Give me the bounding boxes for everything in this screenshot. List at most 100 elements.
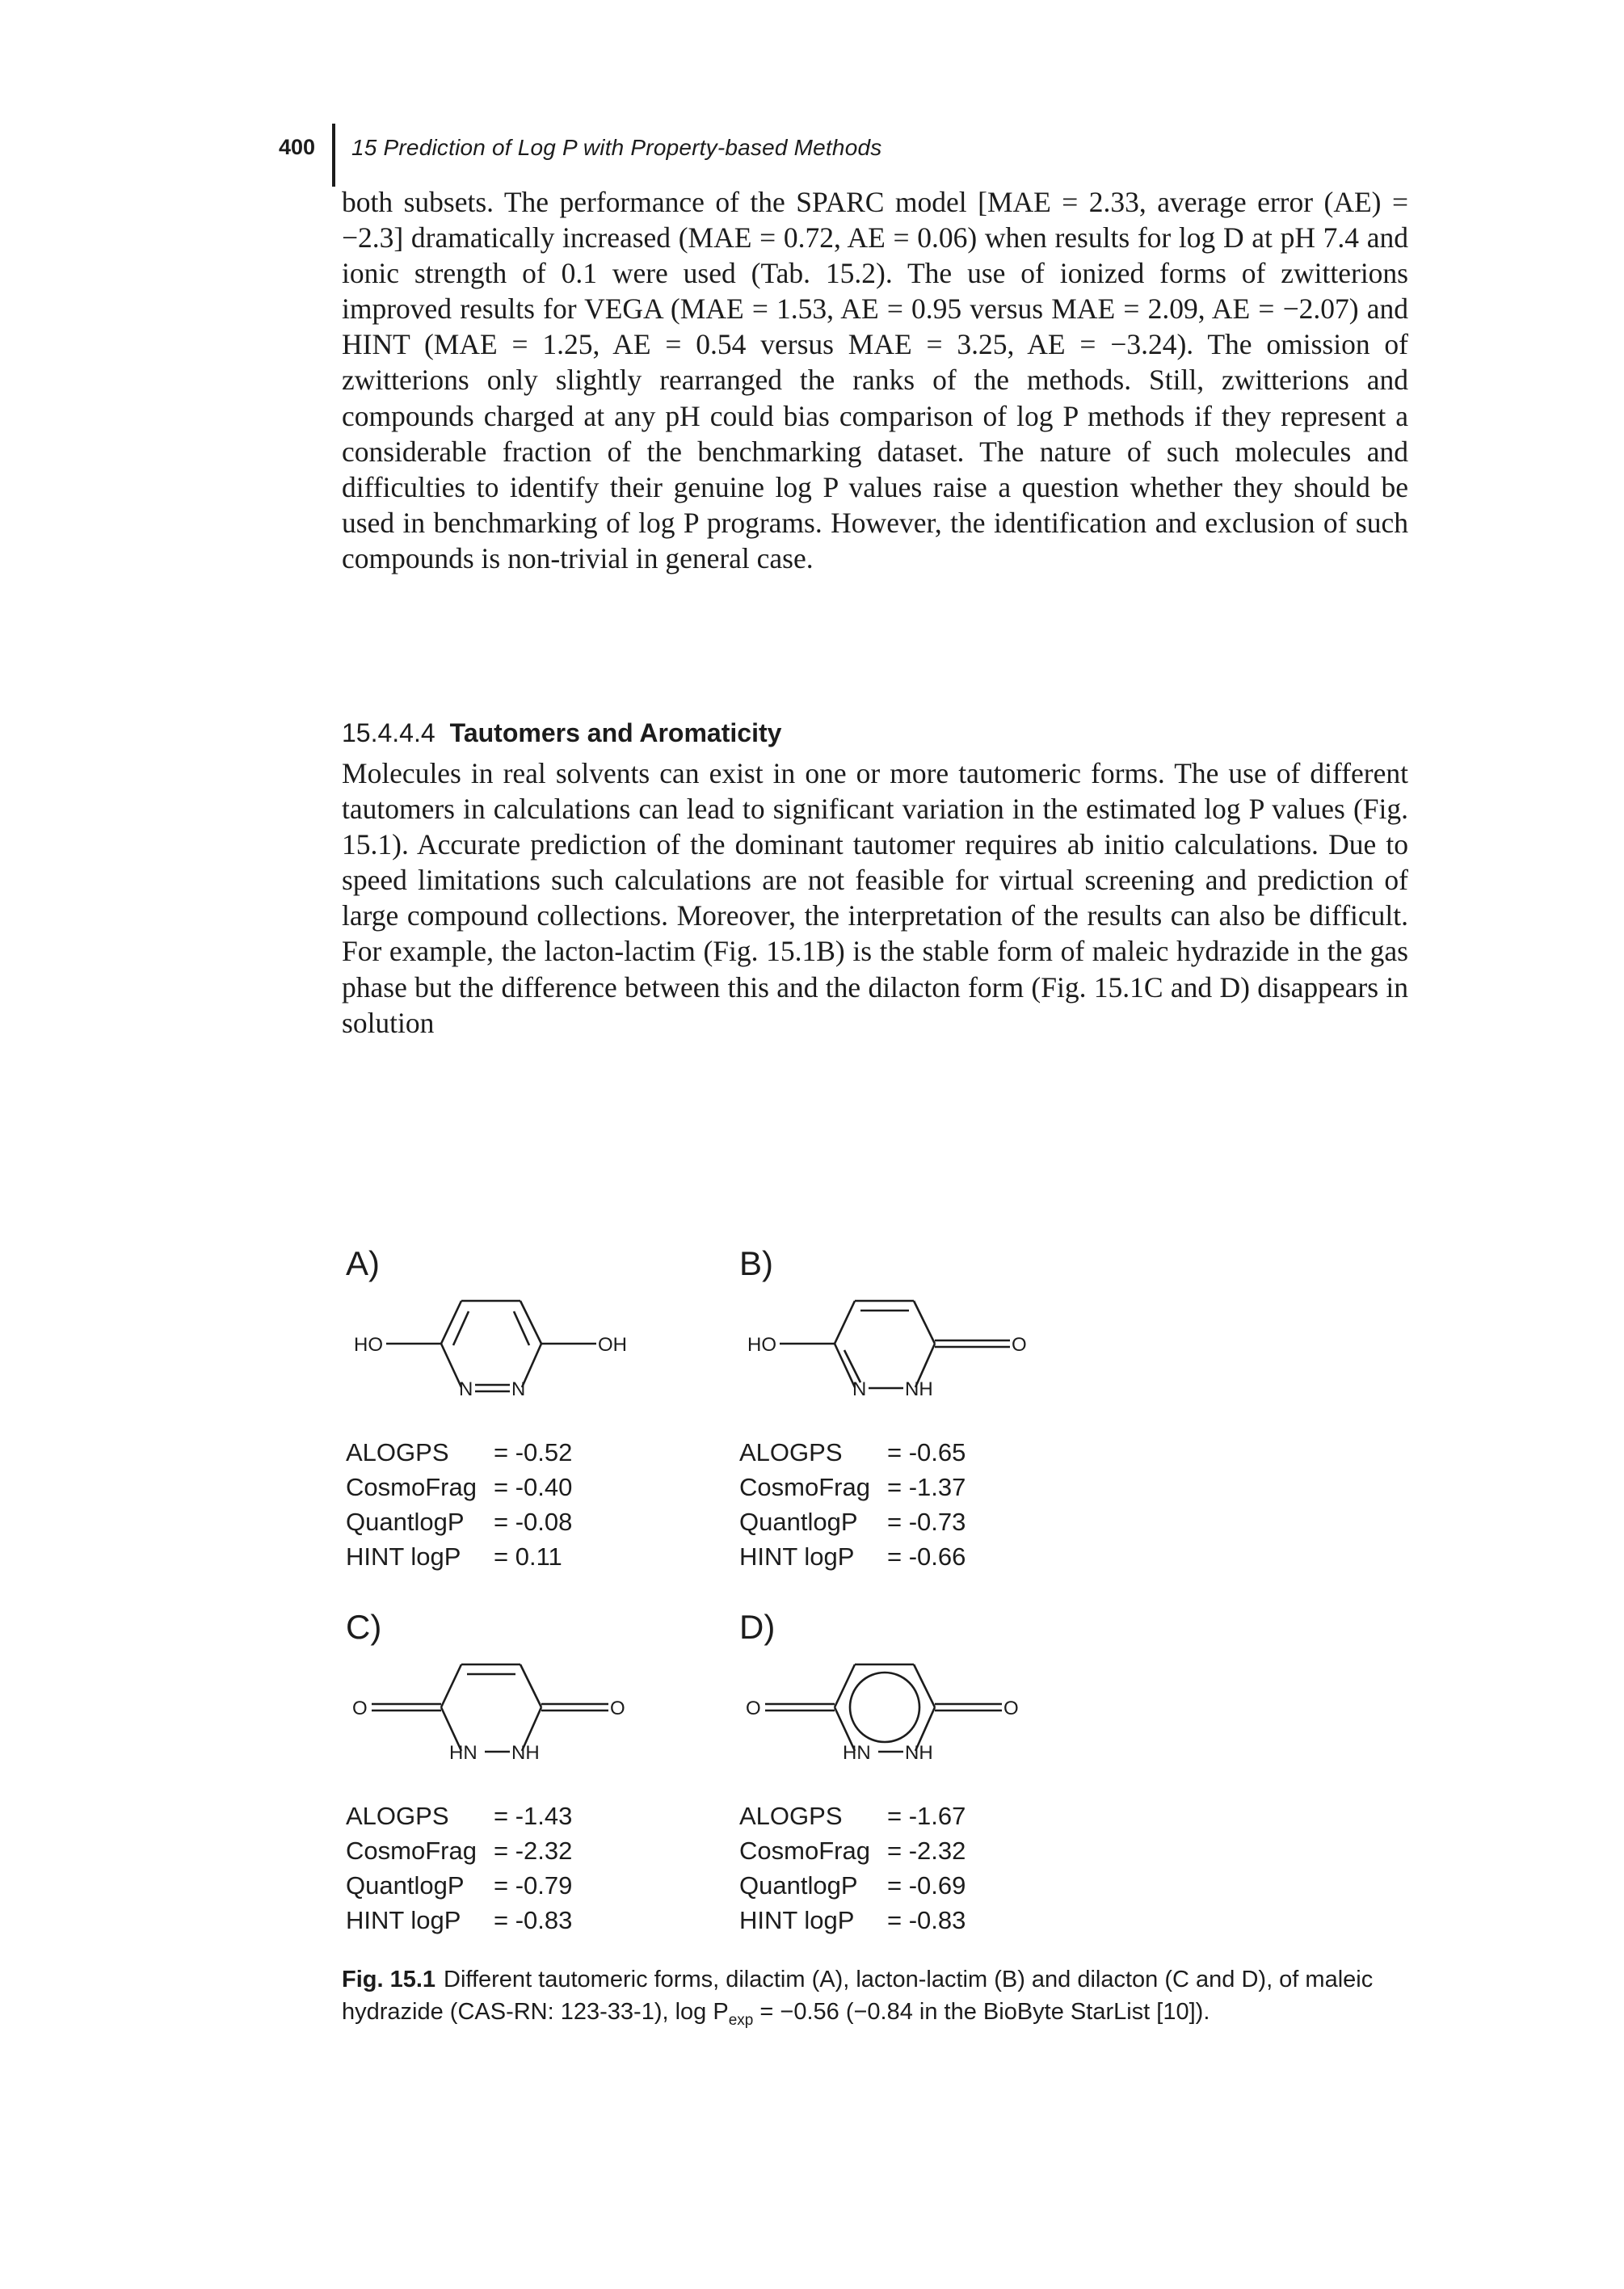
bond (843, 1349, 862, 1383)
caption-tail: = −0.56 (−0.84 in the BioByte StarList [… (753, 1999, 1210, 2025)
method-value: = -1.37 (887, 1473, 966, 1501)
method-name: ALOGPS (739, 1438, 843, 1466)
value-row: HINT logP = -0.83 (739, 1903, 966, 1938)
value-row: CosmoFrag = -2.32 (739, 1833, 966, 1868)
method-value: = -2.32 (887, 1837, 966, 1865)
caption-label: Fig. 15.1 (342, 1967, 436, 1992)
value-row: ALOGPS = -0.65 (739, 1435, 966, 1470)
method-name: CosmoFrag (346, 1473, 477, 1501)
structure-dilactim: HO OH N N (354, 1299, 627, 1400)
panel-b: B) HO O N NH ALOGPS = -0.65 CosmoFrag = -1… (739, 1244, 1103, 1592)
method-value: = -0.69 (887, 1871, 966, 1900)
method-name: ALOGPS (739, 1802, 843, 1830)
atom-label: O (1012, 1334, 1027, 1356)
running-header: 15 Prediction of Log P with Property-bas… (351, 135, 882, 160)
atom-label: NH (905, 1742, 933, 1764)
method-name: HINT logP (739, 1542, 855, 1571)
atom-label: O (746, 1698, 761, 1719)
atom-label: HN (449, 1742, 478, 1764)
atom-label: O (352, 1698, 368, 1719)
method-value: = -0.52 (494, 1438, 573, 1466)
atom-label: O (1003, 1698, 1019, 1719)
atom-label: NH (511, 1742, 540, 1764)
atom-label: O (610, 1698, 625, 1719)
body-paragraph-1: both subsets. The performance of the SPA… (342, 184, 1408, 576)
value-row: HINT logP= -0.66 (739, 1539, 966, 1574)
bond (912, 1300, 936, 1344)
method-name: QuantlogP (346, 1508, 465, 1536)
panel-letter: D) (739, 1608, 776, 1646)
method-name: CosmoFrag (346, 1837, 477, 1865)
method-value: = -0.73 (887, 1508, 966, 1536)
body-paragraph-2: Molecules in real solvents can exist in … (342, 755, 1408, 1041)
value-row: ALOGPS = -1.67 (739, 1799, 966, 1833)
value-row: QuantlogP = -0.79 (346, 1868, 572, 1903)
method-value: = -2.32 (494, 1837, 573, 1865)
atom-label: N (459, 1378, 473, 1400)
method-value: = -0.83 (887, 1906, 966, 1934)
bond (833, 1343, 856, 1388)
structure-dilacton: O O HN NH (352, 1663, 625, 1764)
logp-values: ALOGPS = -1.43 CosmoFrag = -2.32 QuantlogP… (346, 1799, 572, 1938)
method-value: = -1.67 (887, 1802, 966, 1830)
bond (914, 1343, 936, 1388)
paragraph-text: both subsets. The performance of the SPA… (342, 186, 1408, 574)
method-value: = -0.08 (494, 1508, 573, 1536)
bond (520, 1706, 543, 1752)
method-value: = -0.65 (887, 1438, 966, 1466)
bond (440, 1300, 463, 1344)
paragraph-text: Molecules in real solvents can exist in … (342, 757, 1408, 1039)
method-value: = -1.43 (494, 1802, 573, 1830)
value-row: CosmoFrag = -2.32 (346, 1833, 572, 1868)
bond (519, 1300, 543, 1344)
method-name: CosmoFrag (739, 1473, 870, 1501)
method-name: ALOGPS (346, 1438, 449, 1466)
bond (833, 1664, 856, 1708)
logp-values: ALOGPS = -1.67 CosmoFrag = -2.32 QuantlogP… (739, 1799, 966, 1938)
logp-values: ALOGPS = -0.52 CosmoFrag = -0.40 QuantlogP… (346, 1435, 572, 1574)
header-divider (332, 124, 335, 187)
method-value: = -0.40 (494, 1473, 573, 1501)
value-row: HINT logP = -0.83 (346, 1903, 572, 1938)
panel-d: D) O O HN NH ALOGPS = -1.67 CosmoFrag = -2… (739, 1608, 1103, 1963)
atom-label: HO (747, 1334, 776, 1356)
caption-text: Different tautomeric forms, dilactim (A)… (342, 1967, 1374, 2025)
method-name: CosmoFrag (739, 1837, 870, 1865)
value-row: CosmoFrag = -0.40 (346, 1470, 572, 1504)
method-name: HINT logP (739, 1906, 855, 1934)
method-value: = 0.11 (494, 1542, 562, 1571)
atom-label: HO (354, 1334, 383, 1356)
value-row: ALOGPS = -1.43 (346, 1799, 572, 1833)
atom-label: N (852, 1378, 866, 1400)
method-value: = -0.83 (494, 1906, 573, 1934)
bond (440, 1664, 463, 1708)
atom-label: OH (598, 1334, 627, 1356)
section-title: Tautomers and Aromaticity (449, 718, 782, 747)
value-row: QuantlogP= -0.69 (739, 1868, 966, 1903)
method-name: QuantlogP (346, 1871, 465, 1900)
panel-letter: A) (346, 1244, 380, 1282)
value-row: QuantlogP = -0.08 (346, 1504, 572, 1539)
method-name: ALOGPS (346, 1802, 449, 1830)
bond (833, 1300, 856, 1344)
panel-letter: B) (739, 1244, 773, 1282)
bond (512, 1311, 531, 1346)
bond (440, 1343, 463, 1388)
method-name: QuantlogP (739, 1508, 858, 1536)
logp-values: ALOGPS = -0.65 CosmoFrag = -1.37 QuantlogP… (739, 1435, 966, 1574)
bond (833, 1706, 856, 1752)
method-value: = -0.79 (494, 1871, 573, 1900)
aromatic-ring-circle (848, 1671, 921, 1744)
method-name: HINT logP (346, 1542, 461, 1571)
structure-lacton-lactim: HO O N NH (747, 1299, 1027, 1400)
value-row: HINT logP = 0.11 (346, 1539, 572, 1574)
atom-label: NH (905, 1378, 933, 1400)
caption-subscript: exp (728, 2011, 754, 2029)
atom-label: HN (843, 1742, 871, 1764)
method-name: HINT logP (346, 1906, 461, 1934)
value-row: ALOGPS = -0.52 (346, 1435, 572, 1470)
bond (440, 1706, 463, 1752)
atom-label: N (511, 1378, 525, 1400)
